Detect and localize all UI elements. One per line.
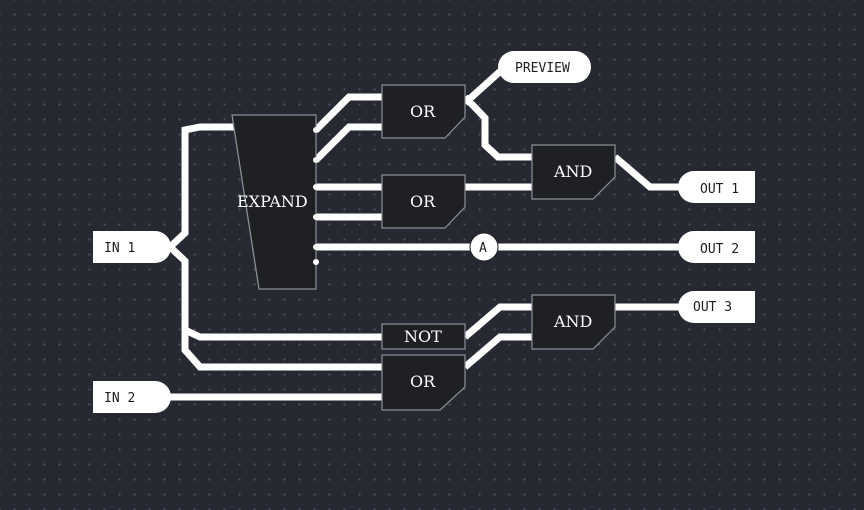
wire-in1-up[interactable] — [167, 123, 235, 250]
expand-output-port[interactable] — [313, 184, 319, 190]
wire-expand-or-top-1[interactable] — [313, 93, 384, 133]
gate-and-top-label: AND — [553, 162, 592, 181]
junction-a[interactable]: A — [469, 232, 499, 262]
gate-and-bottom-label: AND — [553, 312, 592, 331]
expand-output-port[interactable] — [313, 127, 319, 133]
gate-expand[interactable]: EXPAND — [231, 114, 319, 290]
junction-a-label: A — [479, 241, 487, 256]
expand-output-port[interactable] — [313, 244, 319, 250]
node-preview-label: PREVIEW — [515, 61, 570, 76]
gate-or-top[interactable]: OR — [381, 84, 466, 139]
expand-output-port[interactable] — [313, 214, 319, 220]
node-out1[interactable]: OUT 1 — [678, 171, 755, 203]
gate-or-middle-label: OR — [410, 192, 436, 211]
gate-expand-label: EXPAND — [237, 192, 308, 211]
wire-expand-or-top-2[interactable] — [313, 123, 384, 163]
wire-and-top-out1[interactable] — [612, 154, 690, 191]
gate-and-bottom[interactable]: AND — [531, 294, 616, 350]
wire-or-bottom-and[interactable] — [462, 333, 534, 370]
expand-output-port[interactable] — [313, 259, 319, 265]
wire-or-top-and[interactable] — [462, 94, 534, 161]
node-in2-label: IN 2 — [104, 391, 135, 406]
gate-not-label: NOT — [404, 327, 442, 346]
node-out2[interactable]: OUT 2 — [678, 231, 755, 263]
wires — [167, 64, 690, 401]
node-in1-label: IN 1 — [104, 241, 135, 256]
gate-or-middle[interactable]: OR — [381, 174, 466, 229]
node-in1[interactable]: IN 1 — [93, 231, 171, 263]
gate-or-top-label: OR — [410, 102, 436, 121]
wire-in1-not[interactable] — [181, 320, 384, 341]
wire-in1-down[interactable] — [167, 244, 384, 371]
node-out1-label: OUT 1 — [700, 182, 739, 197]
gate-not[interactable]: NOT — [381, 323, 466, 350]
expand-output-port[interactable] — [313, 157, 319, 163]
node-out3[interactable]: OUT 3 — [678, 291, 755, 323]
node-out3-label: OUT 3 — [693, 300, 732, 315]
wire-or-top-preview[interactable] — [462, 64, 508, 106]
node-out2-label: OUT 2 — [700, 242, 739, 257]
gate-or-bottom-label: OR — [410, 372, 436, 391]
gate-or-bottom[interactable]: OR — [381, 354, 466, 411]
gate-and-top[interactable]: AND — [531, 144, 616, 200]
node-preview[interactable]: PREVIEW — [498, 51, 591, 83]
node-in2[interactable]: IN 2 — [93, 381, 171, 413]
wire-not-and[interactable] — [462, 303, 534, 340]
